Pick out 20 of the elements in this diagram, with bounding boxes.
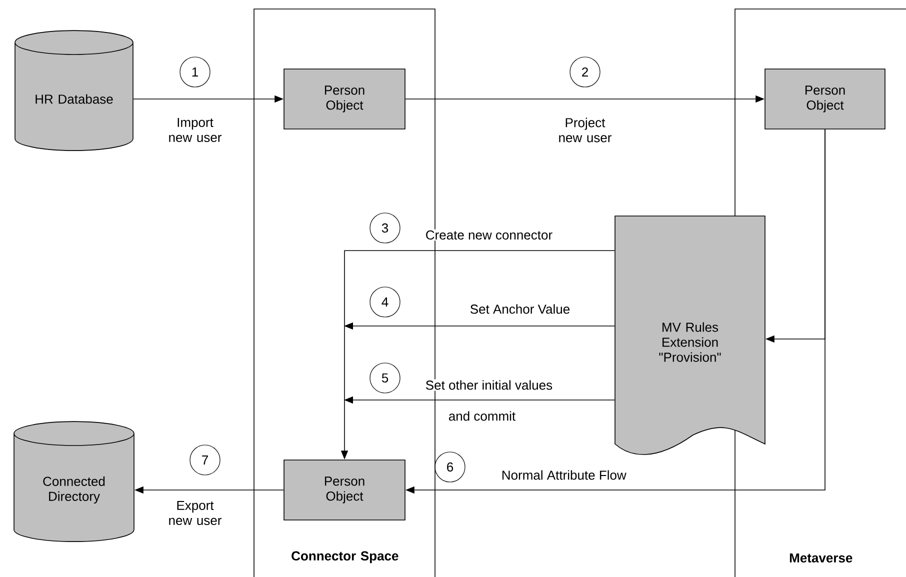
edge-label: Project new user bbox=[549, 116, 621, 144]
callout-number: 4 bbox=[370, 286, 400, 318]
callout-number: 6 bbox=[434, 452, 466, 482]
edge-label: Set other initial values bbox=[424, 379, 554, 391]
edge-label: Set Anchor Value bbox=[468, 303, 572, 315]
callout-number: 7 bbox=[190, 444, 220, 476]
edge-label: Import new user bbox=[159, 116, 231, 144]
callout-number: 2 bbox=[570, 56, 600, 88]
object-box: Person Object bbox=[764, 68, 886, 130]
edge-label: Export new user bbox=[159, 500, 231, 526]
edge-label: Normal Attribute Flow bbox=[500, 469, 628, 481]
edge-label: Create new connector bbox=[424, 229, 554, 241]
object-box: Person Object bbox=[284, 460, 406, 520]
callout-number: 5 bbox=[370, 362, 400, 394]
annotation: and commit bbox=[448, 411, 516, 421]
callout-number: 3 bbox=[370, 212, 400, 244]
callout-number: 1 bbox=[180, 56, 210, 88]
object-box: Person Object bbox=[284, 68, 406, 130]
database-cylinder: HR Database bbox=[14, 30, 134, 151]
database-cylinder: Connected Directory bbox=[14, 421, 134, 542]
